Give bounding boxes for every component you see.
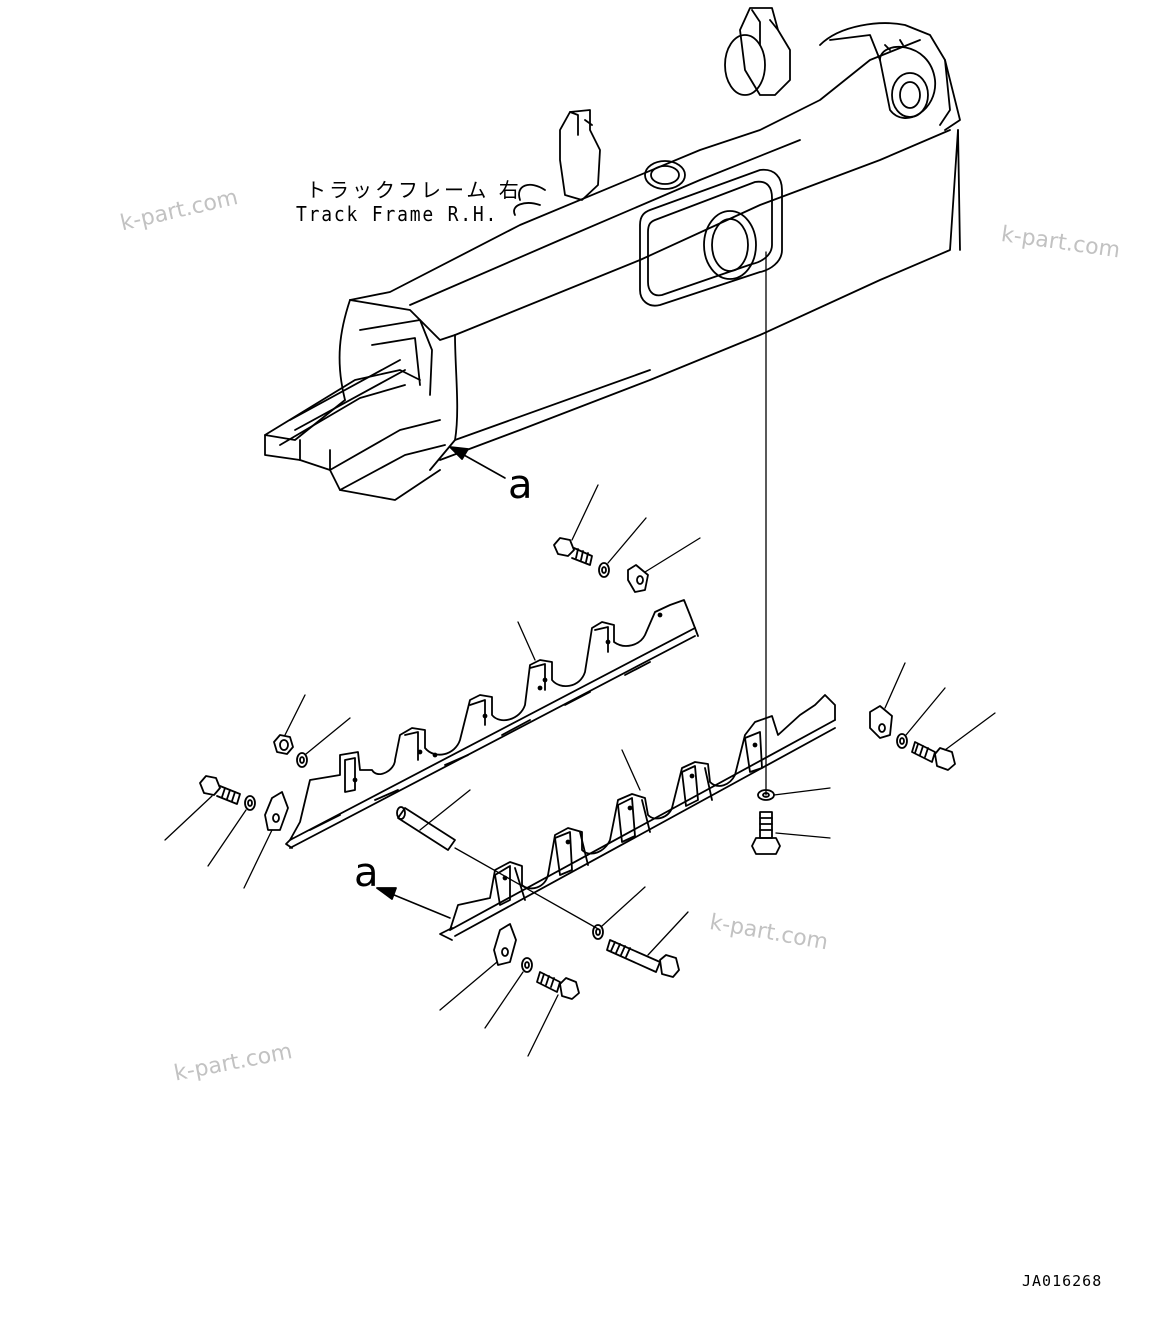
- view-arrow-a-upper: [449, 446, 506, 479]
- drawing-code: JA016268: [1022, 1272, 1103, 1290]
- top-bolt: [553, 484, 599, 566]
- left-bolt: [164, 775, 241, 841]
- track-frame-rh: [264, 7, 961, 796]
- right-bolt: [911, 712, 996, 771]
- center-bolt: [751, 811, 831, 855]
- frame-label-japanese: トラックフレーム 右: [306, 178, 522, 202]
- view-callout-upper: a: [508, 462, 533, 508]
- lower-clip: [439, 923, 517, 1011]
- right-clip: [869, 662, 906, 739]
- view-arrow-a-lower: [376, 887, 451, 919]
- top-washer: [598, 517, 647, 578]
- center-washer: [757, 787, 831, 801]
- long-bolt: [606, 911, 689, 978]
- lower-track-guard: [439, 694, 836, 941]
- lower-washer-2: [484, 957, 533, 1029]
- view-callout-lower: a: [354, 850, 379, 896]
- top-clip: [627, 537, 701, 593]
- upper-track-guard: [285, 599, 699, 849]
- lower-bolt: [527, 971, 580, 1057]
- left-clip: [243, 791, 289, 889]
- spacer-pin: [396, 789, 601, 931]
- lower-washer: [592, 886, 646, 940]
- left-nut: [273, 694, 306, 755]
- left-washer: [296, 717, 351, 768]
- left-washer-2: [207, 795, 256, 867]
- frame-label-english: Track Frame R.H.: [296, 202, 499, 226]
- right-washer: [896, 687, 946, 749]
